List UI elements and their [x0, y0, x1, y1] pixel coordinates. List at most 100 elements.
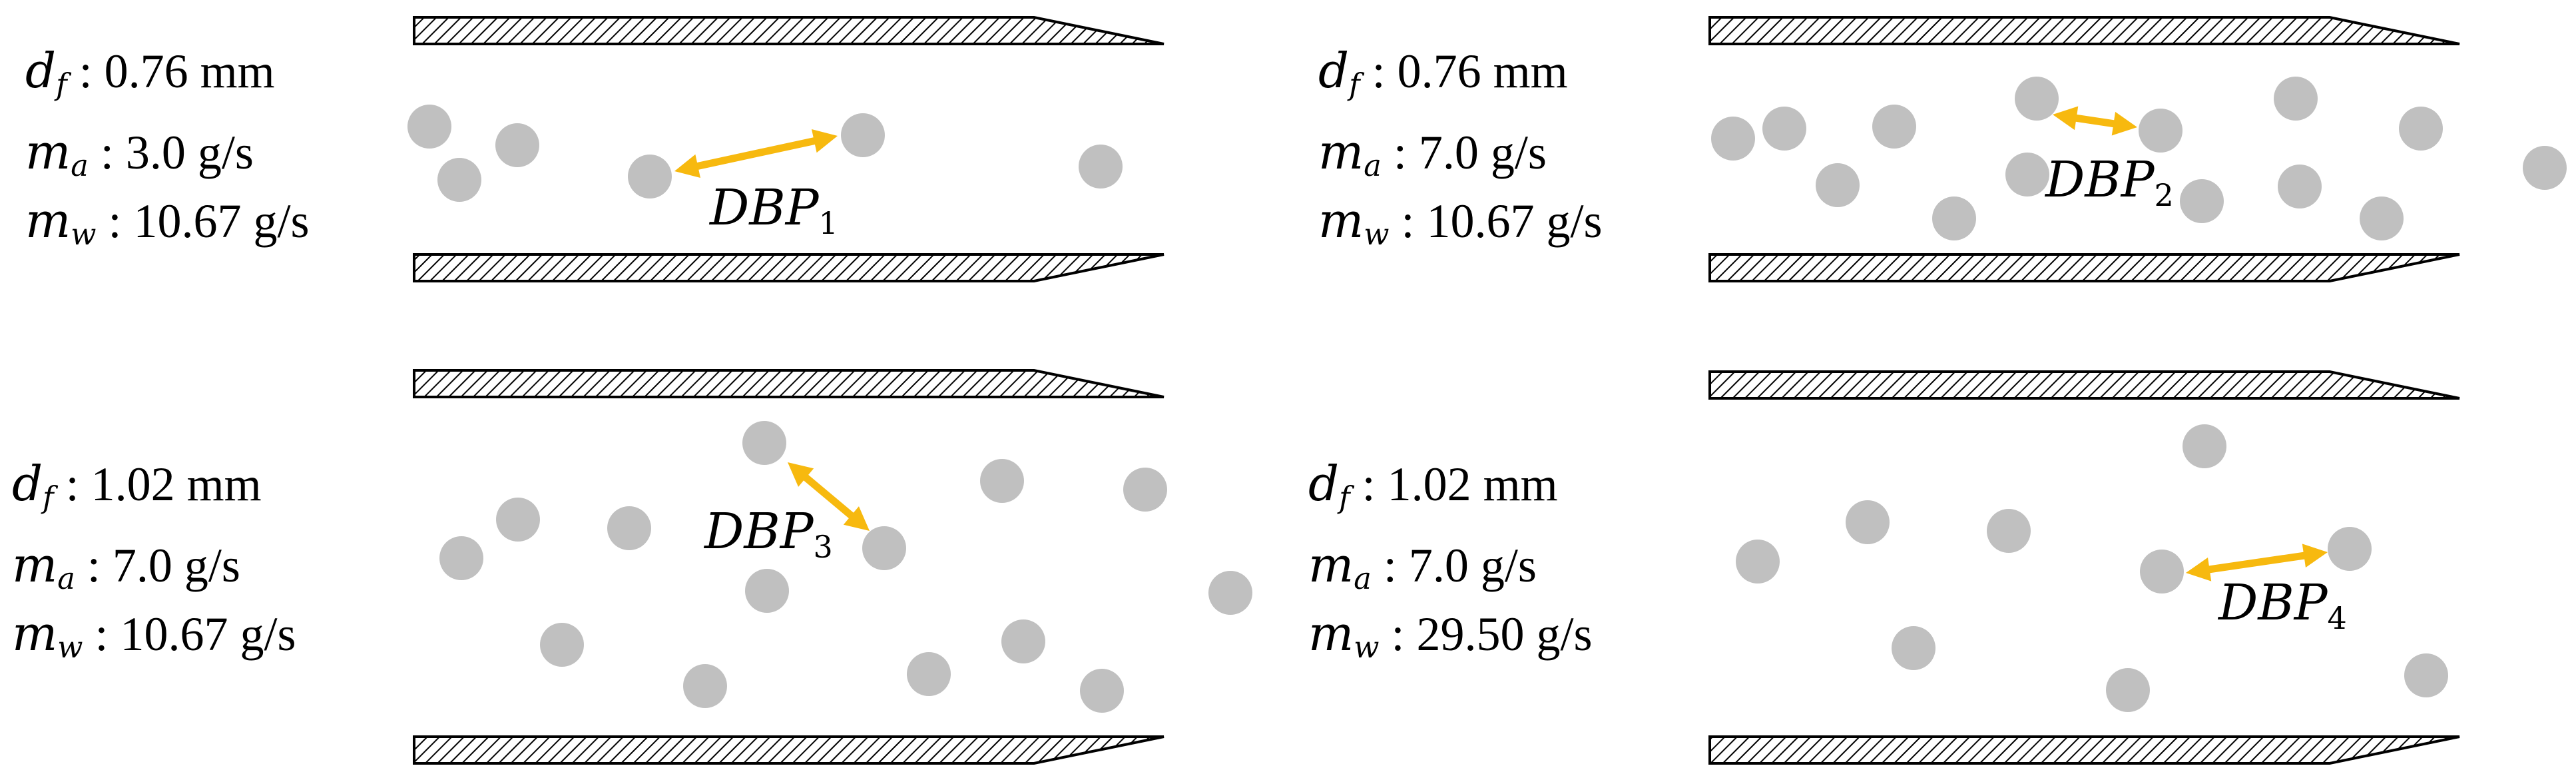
channel-wall: [413, 253, 1164, 282]
particles: [407, 77, 2567, 713]
particle: [745, 569, 789, 613]
param-air-mass-flow: ma : 7.0 g/s: [1318, 128, 1547, 181]
value: 7.0 g/s: [1408, 539, 1537, 592]
particle: [2523, 146, 2567, 190]
value: 10.67 g/s: [120, 607, 296, 661]
particle: [540, 623, 584, 667]
particle: [2140, 550, 2184, 593]
symbol: mw: [1308, 605, 1380, 665]
particle: [1208, 571, 1252, 615]
separator: :: [67, 45, 105, 98]
particle: [2278, 165, 2322, 208]
particle: [2404, 653, 2448, 697]
param-water-mass-flow: mw : 10.67 g/s: [12, 609, 296, 663]
dbp-arrow: [2186, 544, 2328, 582]
separator: :: [1379, 607, 1417, 661]
value: 0.76 mm: [104, 45, 275, 98]
channel-wall: [1708, 253, 2460, 282]
channel-wall: [413, 735, 1164, 765]
separator: :: [75, 539, 113, 592]
particle: [907, 652, 951, 696]
symbol: ma: [25, 124, 89, 184]
dbp-arrow: [2053, 106, 2137, 136]
separator: :: [96, 195, 134, 248]
particle: [1001, 619, 1045, 663]
particle: [1762, 107, 1806, 151]
particle: [2328, 527, 2372, 571]
particle: [2183, 424, 2226, 468]
particle: [1932, 196, 1976, 240]
param-air-mass-flow: ma : 7.0 g/s: [1308, 541, 1537, 594]
param-air-mass-flow: ma : 7.0 g/s: [12, 541, 240, 594]
particle: [607, 506, 651, 550]
particle: [437, 158, 481, 202]
param-fiber-diameter: df : 1.02 mm: [1308, 460, 1558, 513]
particle: [495, 123, 539, 167]
dbp-label: DBP1: [708, 179, 838, 241]
symbol: mw: [25, 193, 97, 252]
value: 1.02 mm: [91, 458, 262, 511]
particle: [742, 421, 786, 465]
particle: [407, 105, 451, 149]
particle: [1079, 145, 1123, 189]
particle: [2005, 153, 2049, 196]
dbp-arrow: [674, 129, 838, 178]
channel-wall: [1708, 370, 2460, 400]
param-water-mass-flow: mw : 29.50 g/s: [1308, 609, 1593, 663]
separator: :: [1360, 45, 1398, 98]
value: 29.50 g/s: [1416, 607, 1593, 661]
particle: [2015, 77, 2059, 121]
dbp-label: DBP3: [703, 503, 833, 565]
channel-walls: [413, 16, 2460, 765]
symbol: ma: [12, 537, 75, 597]
symbol: ma: [1318, 124, 1382, 184]
particle: [496, 498, 540, 542]
value: 7.0 g/s: [112, 539, 240, 592]
particle: [2106, 668, 2150, 712]
value: 1.02 mm: [1387, 458, 1558, 511]
param-water-mass-flow: mw : 10.67 g/s: [1318, 196, 1603, 250]
param-air-mass-flow: ma : 3.0 g/s: [25, 128, 254, 181]
dbp-arrow: [788, 462, 870, 531]
particle: [628, 155, 672, 198]
particle: [2139, 109, 2183, 153]
symbol: ma: [1308, 537, 1372, 597]
symbol: mw: [12, 605, 83, 665]
particle: [2399, 107, 2443, 151]
value: 7.0 g/s: [1418, 126, 1547, 179]
channel-wall: [1708, 735, 2460, 765]
value: 10.67 g/s: [133, 195, 310, 248]
particle: [1711, 117, 1755, 161]
particle: [1846, 500, 1890, 544]
separator: :: [1389, 195, 1427, 248]
value: 10.67 g/s: [1426, 195, 1603, 248]
separator: :: [1371, 539, 1409, 592]
particle: [683, 664, 727, 708]
particle: [1872, 105, 1916, 149]
particle: [439, 536, 483, 580]
symbol: df: [25, 43, 67, 103]
symbol: df: [1308, 456, 1350, 516]
channel-wall: [413, 16, 1164, 45]
separator: :: [53, 458, 91, 511]
separator: :: [1381, 126, 1419, 179]
symbol: mw: [1318, 193, 1390, 252]
channel-wall: [413, 369, 1164, 398]
param-fiber-diameter: df : 0.76 mm: [25, 47, 275, 100]
param-fiber-diameter: df : 0.76 mm: [1318, 47, 1568, 100]
dbp-label: DBP2: [2044, 151, 2174, 213]
particle: [2274, 77, 2318, 121]
particle: [862, 526, 906, 570]
dbp-arrows: [674, 106, 2328, 582]
particle: [1080, 669, 1124, 713]
separator: :: [1350, 458, 1388, 511]
value: 0.76 mm: [1397, 45, 1568, 98]
symbol: df: [12, 456, 54, 516]
param-fiber-diameter: df : 1.02 mm: [12, 460, 262, 513]
param-water-mass-flow: mw : 10.67 g/s: [25, 196, 310, 250]
particle: [1892, 626, 1935, 670]
separator: :: [88, 126, 126, 179]
value: 3.0 g/s: [125, 126, 254, 179]
